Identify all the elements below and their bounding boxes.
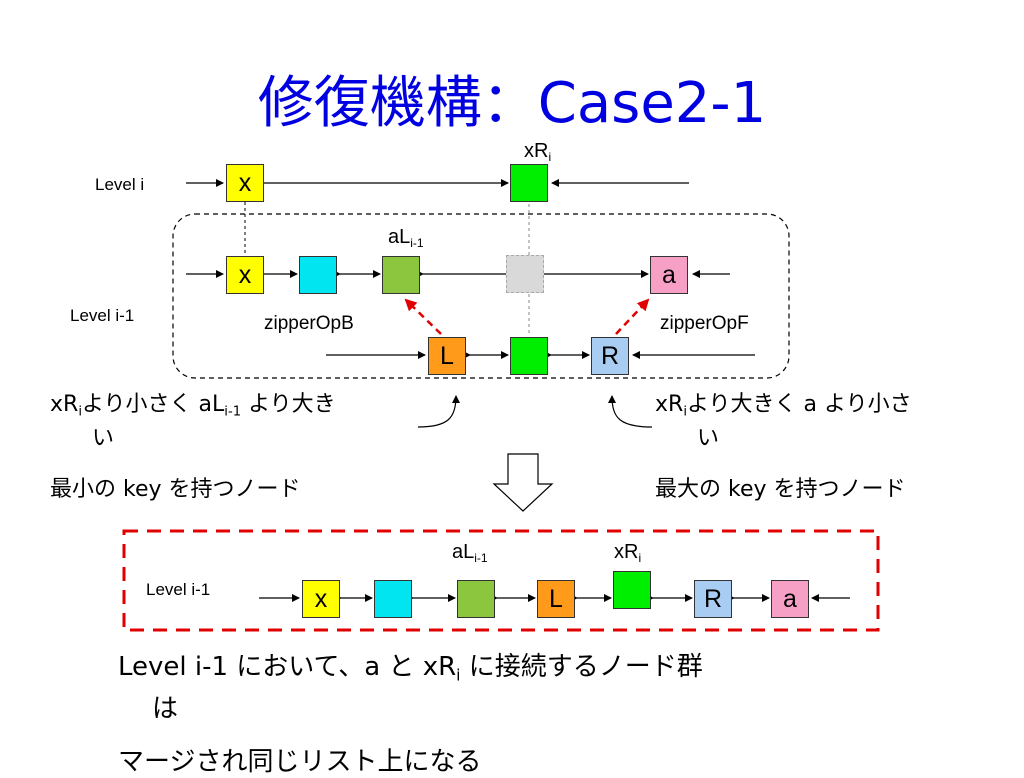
zipperOpB-arrow: [404, 298, 442, 335]
node-x-level-i: x: [226, 164, 264, 202]
node-xRi-level-i: [510, 164, 548, 202]
node-R: R: [591, 337, 629, 375]
result-node-x: x: [302, 580, 340, 618]
node-a-level-i-1: a: [650, 256, 688, 294]
zipperOpF-arrow: [615, 298, 650, 335]
node-xRi-level-i-1: [510, 337, 548, 375]
result-node-aLi-1: [457, 580, 495, 618]
result-xRi-label: xRi: [614, 541, 642, 566]
node-cyan-level-i-1: [299, 256, 337, 294]
left-note-line1: xRiより小さく aLi-1 より大き: [50, 392, 336, 420]
result-level-label: Level i-1: [146, 580, 211, 599]
down-arrow: [492, 453, 554, 512]
result-node-xRi: [613, 571, 651, 609]
bottom-text-line2: は: [152, 694, 179, 724]
right-note-line1: xRiより大きく a より小さ: [655, 392, 912, 420]
bottom-text-line1: Level i-1 において、a と xRi に接続するノード群: [118, 652, 703, 685]
bottom-text-line3: マージされ同じリスト上になる: [118, 747, 482, 777]
level-i-1-label: Level i-1: [70, 306, 135, 325]
result-aLi-1-label: aLi-1: [452, 541, 488, 566]
node-x-level-i-1: x: [226, 256, 264, 294]
node-aLi-1: [382, 256, 420, 294]
xRi-label-top: xRi: [524, 140, 552, 165]
level-i-1-group-box: [172, 213, 790, 379]
level-i-label: Level i: [95, 175, 145, 194]
zipperOpF-label: zipperOpF: [660, 313, 749, 334]
left-note-line2: い: [92, 426, 115, 451]
result-node-cyan: [374, 580, 412, 618]
result-node-L: L: [537, 580, 575, 618]
slide-title: 修復機構：Case2-1: [257, 71, 767, 136]
right-note-pointer: [608, 395, 653, 428]
node-ghost-xRi: [506, 255, 544, 293]
zipperOpB-label: zipperOpB: [264, 313, 354, 334]
right-note-line3: 最大の key を持つノード: [655, 477, 906, 502]
node-L: L: [428, 337, 466, 375]
result-node-a: a: [771, 580, 809, 618]
left-note-line3: 最小の key を持つノード: [50, 477, 301, 502]
aLi-1-label-top: aLi-1: [388, 226, 424, 251]
result-node-R: R: [694, 580, 732, 618]
right-note-line2: い: [697, 426, 720, 451]
result-box: [122, 529, 880, 632]
left-note-pointer: [417, 395, 460, 428]
